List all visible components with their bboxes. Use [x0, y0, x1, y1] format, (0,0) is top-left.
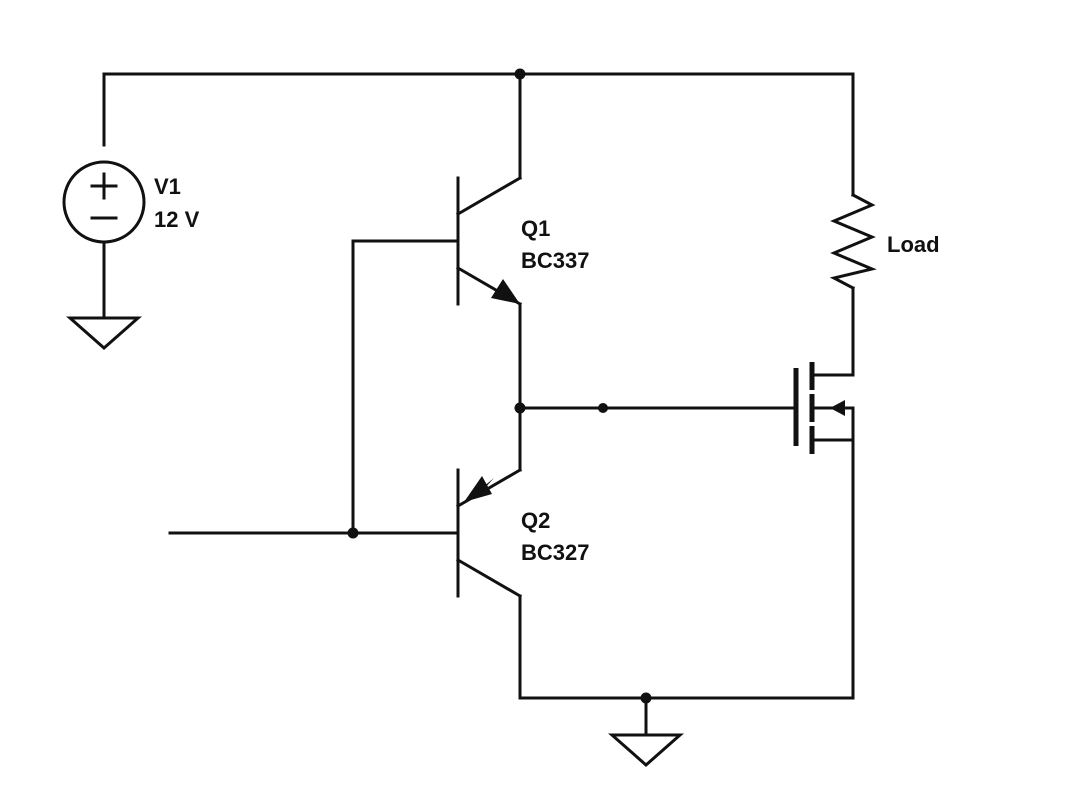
q2-ref-label: Q2 — [521, 508, 550, 533]
junction-dot-emitters — [514, 402, 526, 414]
supply-rail — [102, 68, 855, 197]
output-node — [514, 302, 796, 472]
q2-part-label: BC327 — [521, 540, 589, 565]
q1-emitter-arrow — [491, 279, 520, 304]
q1-part-label: BC337 — [521, 248, 589, 273]
load-resistor: Load — [829, 192, 940, 291]
voltage-source-v1: V1 12 V — [62, 160, 200, 351]
junction-dot-base — [347, 527, 359, 539]
junction-dot-top — [514, 68, 526, 80]
transistor-q2: Q2 BC327 — [455, 467, 589, 599]
v1-value-label: 12 V — [154, 207, 200, 232]
junction-dot-ground — [640, 692, 652, 704]
mosfet-body-arrow — [830, 400, 845, 416]
q1-ref-label: Q1 — [521, 216, 550, 241]
junction-dot-gate — [598, 403, 608, 413]
ground-return — [518, 406, 855, 768]
ground-symbol-main — [608, 733, 684, 768]
load-label: Load — [887, 232, 940, 257]
mosfet — [793, 286, 855, 454]
ground-symbol-v1 — [66, 316, 142, 351]
transistor-q1: Q1 BC337 — [455, 175, 589, 307]
base-wiring — [168, 239, 460, 539]
v1-ref-label: V1 — [154, 174, 181, 199]
